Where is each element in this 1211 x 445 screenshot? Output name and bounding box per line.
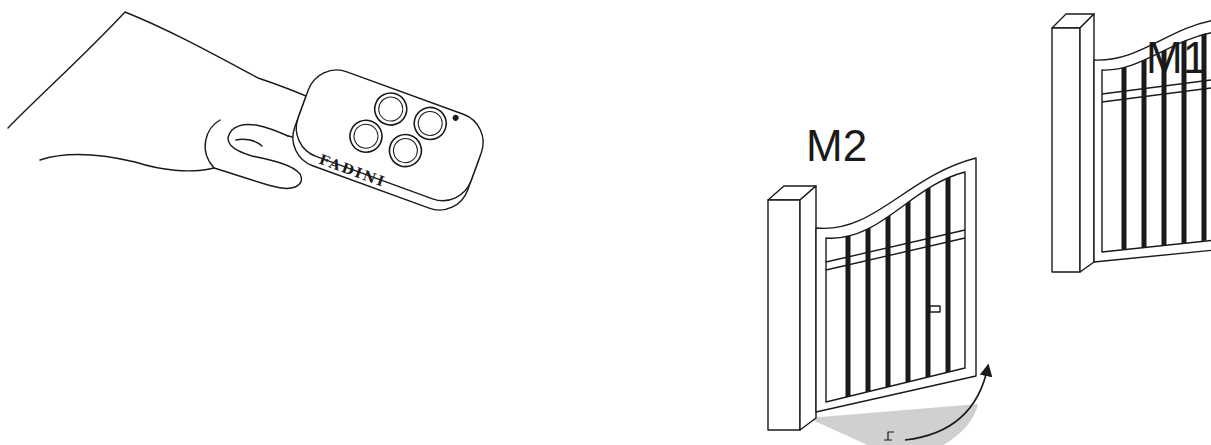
gate-latch <box>930 306 940 312</box>
remote-button <box>415 108 446 139</box>
gate-rail <box>1102 88 1211 102</box>
hand-knuckle-line <box>236 139 262 146</box>
gate-m2 <box>768 150 988 445</box>
gate-frame <box>1094 20 1211 262</box>
pillar-side <box>1080 14 1094 272</box>
hand-thumb <box>40 154 214 171</box>
pillar-side <box>800 186 816 430</box>
gate-inner-frame <box>1102 32 1211 252</box>
hand-curled-finger <box>214 124 301 188</box>
remote-control <box>284 62 491 219</box>
remote-top <box>288 62 492 210</box>
remote-button <box>390 135 421 166</box>
gate-bars <box>848 150 948 420</box>
gate-rail <box>826 238 965 270</box>
ground-stop <box>884 432 894 440</box>
remote-led <box>452 114 460 122</box>
gate-rail <box>826 230 965 262</box>
hand-finger-crease <box>205 120 220 168</box>
remote-button <box>351 121 382 152</box>
motor-label: M2 <box>806 124 867 168</box>
pillar-front <box>768 200 800 430</box>
remote-button <box>375 94 406 125</box>
gate-frame <box>816 158 976 412</box>
gate-rail <box>1102 80 1211 94</box>
pillar-front <box>1052 28 1080 272</box>
motor-label: M1 <box>1146 36 1207 80</box>
gate-m1 <box>1052 14 1211 272</box>
remote-button <box>345 116 386 157</box>
opening-arrow <box>905 366 988 440</box>
remote-button <box>385 130 426 171</box>
